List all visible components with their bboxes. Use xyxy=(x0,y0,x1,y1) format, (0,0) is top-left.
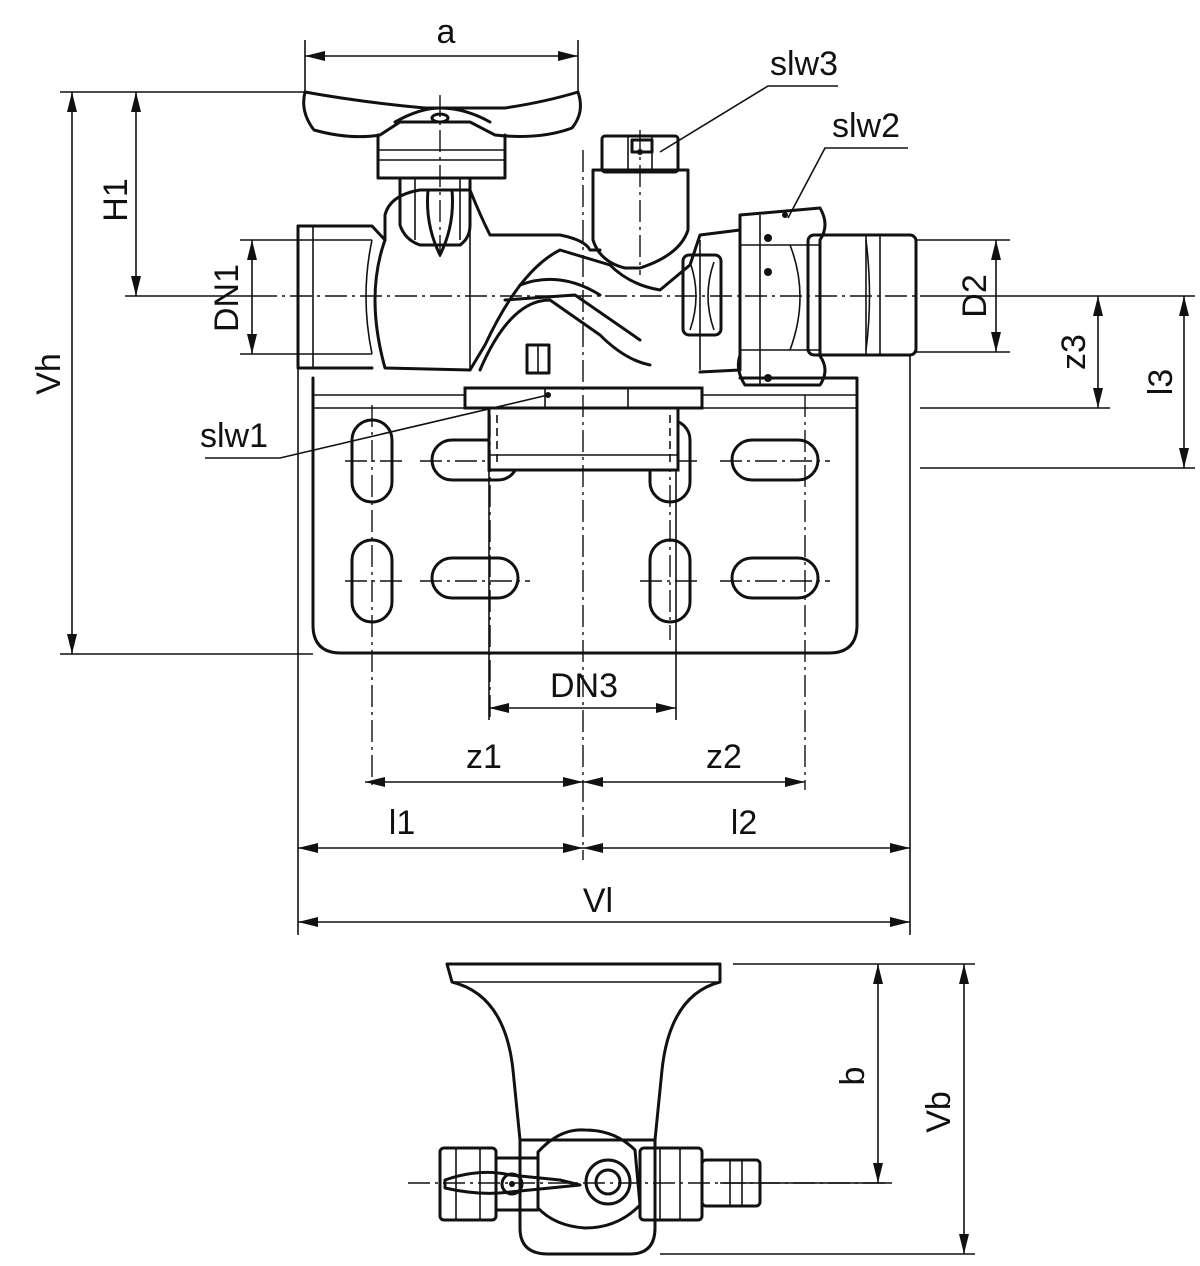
label-slw2: slw2 xyxy=(832,107,900,145)
label-l3: l3 xyxy=(1142,369,1180,395)
label-z1: z1 xyxy=(466,738,502,776)
label-vl: Vl xyxy=(583,882,613,920)
slot-horizontal xyxy=(730,438,820,482)
mounting-plate xyxy=(311,376,859,790)
slw2-union xyxy=(736,206,918,387)
top-view: b Vb xyxy=(408,962,975,1256)
slot-horizontal xyxy=(730,556,820,600)
valve-body xyxy=(296,188,742,375)
plate-top-view xyxy=(445,962,722,1142)
label-z2: z2 xyxy=(706,738,742,776)
label-z3: z3 xyxy=(1055,334,1093,370)
label-vh: Vh xyxy=(30,353,68,395)
valve-top-view xyxy=(438,1128,762,1230)
dimensions: a Vh H1 DN1 D2 z3 l3 DN3 z xyxy=(30,13,1195,935)
label-slw1: slw1 xyxy=(200,417,268,455)
label-dn1: DN1 xyxy=(208,264,246,332)
label-b: b xyxy=(834,1067,872,1086)
label-vb: Vb xyxy=(920,1091,958,1133)
label-dn3: DN3 xyxy=(550,667,618,705)
leader-slw3 xyxy=(659,85,838,153)
label-h1: H1 xyxy=(97,178,135,221)
leader-slw2 xyxy=(787,147,908,219)
label-l1: l1 xyxy=(389,804,415,842)
leader-slw1 xyxy=(205,394,549,459)
butterfly-handle xyxy=(302,90,582,257)
slot-horizontal xyxy=(430,556,520,600)
label-a: a xyxy=(437,13,456,51)
label-l2: l2 xyxy=(731,804,757,842)
label-slw3: slw3 xyxy=(770,45,838,83)
bottom-outlet xyxy=(463,386,704,472)
front-view xyxy=(255,90,930,860)
